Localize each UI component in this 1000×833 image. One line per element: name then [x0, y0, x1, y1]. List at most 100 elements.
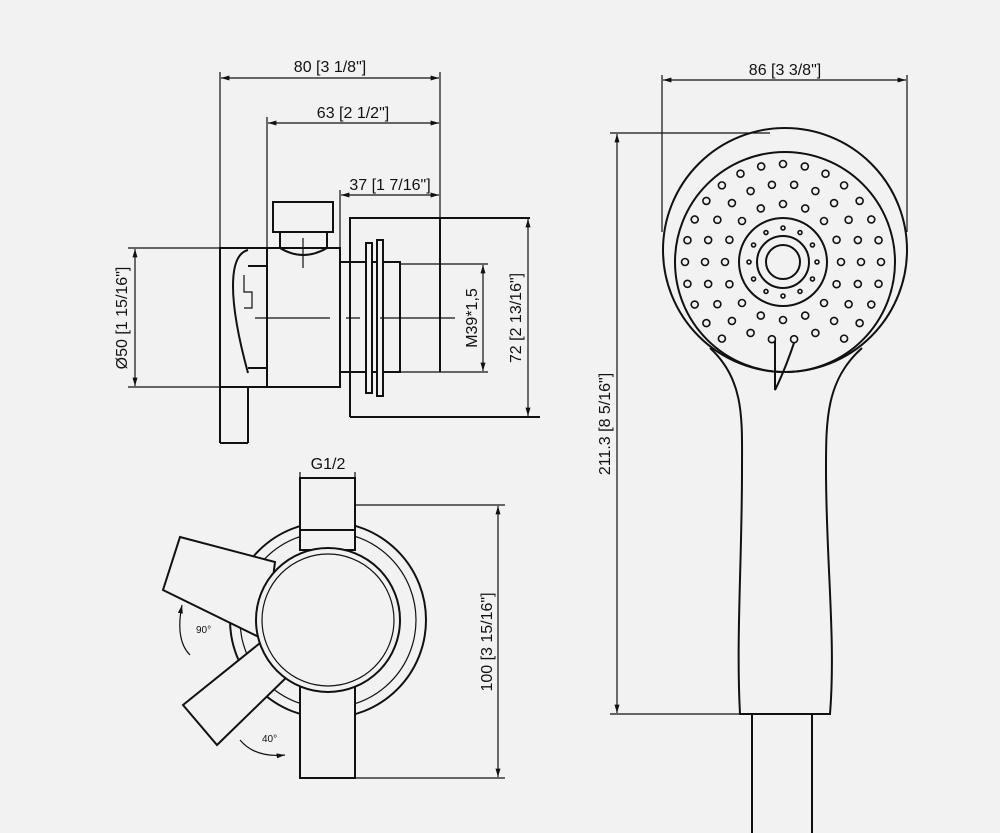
dim-height-label: 100 [3 15/16"]	[479, 592, 496, 691]
nozzle-dot	[690, 300, 700, 309]
nozzle-dot	[736, 169, 745, 179]
nozzle-dot	[876, 257, 886, 267]
nozzle-dot	[800, 204, 810, 213]
nozzle-dot	[717, 334, 727, 343]
front-view: G1/2 90° 40° 100 [3 15/16"]	[161, 456, 505, 779]
nozzle-dot	[756, 204, 766, 213]
nozzle-dot	[829, 198, 839, 208]
nozzle-dot	[690, 215, 700, 224]
nozzle-dot	[839, 181, 849, 190]
nozzle-dot	[829, 316, 839, 326]
dim-head-width-label: 86 [3 3/8"]	[749, 62, 821, 79]
nozzle-dot	[713, 215, 722, 225]
nozzle-dot	[855, 196, 864, 206]
nozzle-dot	[680, 257, 690, 267]
nozzle-dot	[819, 298, 829, 308]
nozzle-dot	[874, 279, 883, 289]
nozzle-dot	[746, 186, 755, 196]
nozzle-dot	[809, 242, 816, 248]
nozzle-dot	[767, 334, 777, 344]
dim-plate-height-label: 72 [2 13/16"]	[508, 273, 525, 363]
dim-overall-depth-label: 80 [3 1/8"]	[294, 59, 366, 76]
nozzle-dot	[756, 162, 766, 171]
hand-shower: 86 [3 3/8"] 211.3 [8 5/16"]	[597, 62, 908, 833]
nozzle-dot	[737, 216, 747, 226]
angle-upper-label: 90°	[196, 625, 211, 636]
nozzle-dot	[780, 293, 786, 299]
nozzle-dot	[800, 162, 810, 171]
nozzle-dot	[683, 235, 692, 245]
nozzle-dot	[778, 159, 788, 169]
nozzle-dot	[836, 257, 846, 267]
nozzle-dot	[856, 257, 866, 267]
nozzle-dot	[763, 229, 769, 236]
nozzle-dot	[746, 259, 752, 265]
dim-cover-diameter-label: Ø50 [1 15/16"]	[114, 267, 131, 370]
nozzle-dot	[844, 299, 853, 309]
nozzle-dot	[725, 279, 734, 289]
hose	[751, 713, 813, 833]
nozzle-dot	[727, 316, 737, 326]
dim-length-label: 211.3 [8 5/16"]	[597, 373, 614, 475]
nozzle-dot	[713, 299, 722, 309]
nozzle-dot	[839, 334, 849, 343]
dim-thread-depth-label: 37 [1 7/16"]	[349, 177, 430, 194]
spray-face	[674, 151, 896, 373]
nozzle-dot	[756, 311, 766, 320]
dimension-diameter-50: Ø50 [1 15/16"]	[114, 247, 220, 388]
nozzle-dot	[855, 318, 864, 328]
nozzle-dot	[874, 235, 883, 245]
nozzle-dot	[750, 276, 757, 282]
nozzle-dot	[763, 288, 769, 295]
dim-body-depth-label: 63 [2 1/2"]	[317, 105, 389, 122]
side-view: 80 [3 1/8"] 63 [2 1/2"] 37 [1 7/16"] Ø50…	[114, 59, 540, 444]
nozzle-dot	[703, 235, 713, 245]
dimension-37: 37 [1 7/16"]	[339, 177, 439, 262]
valve-body	[219, 201, 540, 444]
dimension-thread: M39*1,5	[464, 265, 486, 371]
nozzle-dot	[832, 279, 841, 289]
nozzle-dot	[702, 318, 711, 328]
nozzle-dot	[789, 334, 799, 344]
dimension-80: 80 [3 1/8"]	[219, 59, 441, 248]
nozzle-dot	[780, 225, 786, 231]
nozzle-dot	[797, 229, 803, 236]
nozzle-dot	[797, 288, 803, 295]
hose-clip	[774, 339, 796, 391]
nozzle-dot	[844, 215, 853, 225]
nozzle-dot	[727, 198, 737, 208]
nozzle-dot	[683, 279, 692, 289]
nozzle-dot	[720, 257, 730, 267]
nozzle-dot	[819, 216, 829, 226]
nozzle-dot	[746, 328, 755, 338]
nozzle-dot	[809, 276, 816, 282]
nozzle-dot	[703, 279, 713, 289]
angle-lower-label: 40°	[262, 734, 277, 745]
dimension-211: 211.3 [8 5/16"]	[597, 132, 770, 715]
nozzle-dot	[853, 279, 863, 289]
nozzle-dot	[789, 180, 799, 190]
nozzle-dot	[700, 257, 710, 267]
dimension-63: 63 [2 1/2"]	[266, 105, 439, 248]
nozzle-dot	[853, 235, 863, 245]
nozzle-dot	[814, 259, 820, 265]
nozzle-dot	[866, 215, 876, 224]
nozzle-dot	[821, 169, 830, 179]
nozzle-dot	[767, 180, 777, 190]
dimension-100: 100 [3 15/16"]	[355, 504, 505, 779]
nozzle-dot	[725, 235, 734, 245]
nozzle-dot	[737, 298, 747, 308]
nozzle-dot	[811, 328, 820, 338]
nozzle-dot	[800, 311, 810, 320]
nozzle-dot	[750, 242, 757, 248]
dim-connection-label: G1/2	[311, 456, 346, 473]
dimension-72: 72 [2 13/16"]	[508, 219, 531, 416]
dim-thread-label: M39*1,5	[464, 288, 481, 348]
spray-nozzles	[680, 159, 886, 344]
nozzle-dot	[811, 186, 820, 196]
nozzle-dot	[832, 235, 841, 245]
nozzle-dot	[778, 315, 788, 325]
nozzle-dot	[778, 199, 788, 209]
